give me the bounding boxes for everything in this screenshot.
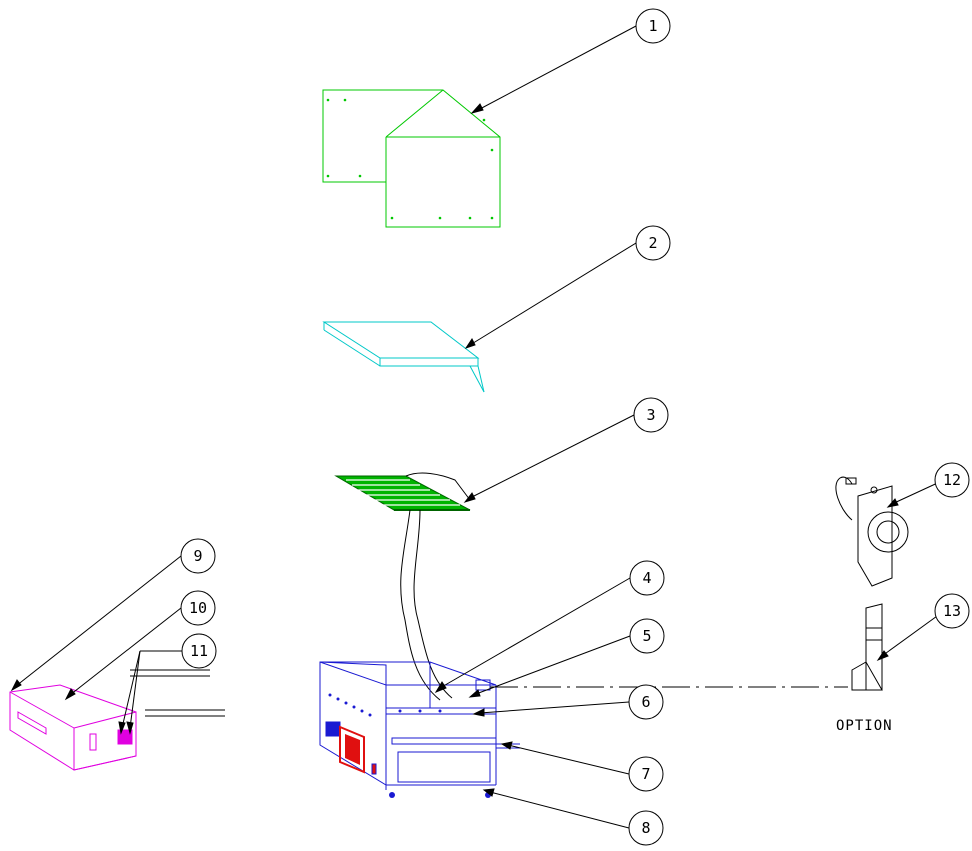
option-label: OPTION bbox=[836, 718, 893, 734]
svg-text:6: 6 bbox=[641, 693, 650, 711]
callout-2: 2 bbox=[635, 225, 671, 261]
svg-text:1: 1 bbox=[648, 17, 657, 35]
callout-3: 3 bbox=[633, 397, 669, 433]
svg-text:2: 2 bbox=[648, 234, 657, 252]
callout-10: 10 bbox=[180, 590, 216, 626]
svg-text:11: 11 bbox=[190, 642, 208, 660]
callout-5: 5 bbox=[629, 618, 665, 654]
part-3-heater-board bbox=[334, 472, 471, 701]
leader-lines bbox=[10, 25, 945, 829]
part-9-11-drawer bbox=[9, 669, 225, 771]
callout-13: 13 bbox=[934, 593, 970, 629]
callout-6: 6 bbox=[628, 684, 664, 720]
callout-7: 7 bbox=[628, 756, 664, 792]
part-13-duct bbox=[851, 603, 883, 691]
callout-9: 9 bbox=[180, 538, 216, 574]
callout-4: 4 bbox=[629, 560, 665, 596]
svg-text:4: 4 bbox=[642, 569, 651, 587]
svg-text:9: 9 bbox=[193, 547, 202, 565]
part-1-top-cover bbox=[322, 89, 501, 228]
svg-text:3: 3 bbox=[646, 406, 655, 424]
svg-text:5: 5 bbox=[642, 627, 651, 645]
svg-text:7: 7 bbox=[641, 765, 650, 783]
svg-text:12: 12 bbox=[943, 471, 961, 489]
callout-1: 1 bbox=[635, 8, 671, 44]
callout-11: 11 bbox=[181, 633, 217, 669]
part-2-tray bbox=[322, 321, 485, 393]
part-4-8-frame-assembly bbox=[319, 661, 520, 798]
callout-12: 12 bbox=[934, 462, 970, 498]
callout-8: 8 bbox=[628, 810, 664, 846]
svg-text:10: 10 bbox=[189, 599, 207, 617]
svg-text:8: 8 bbox=[641, 819, 650, 837]
part-12-blower bbox=[835, 476, 909, 587]
svg-text:13: 13 bbox=[943, 602, 961, 620]
